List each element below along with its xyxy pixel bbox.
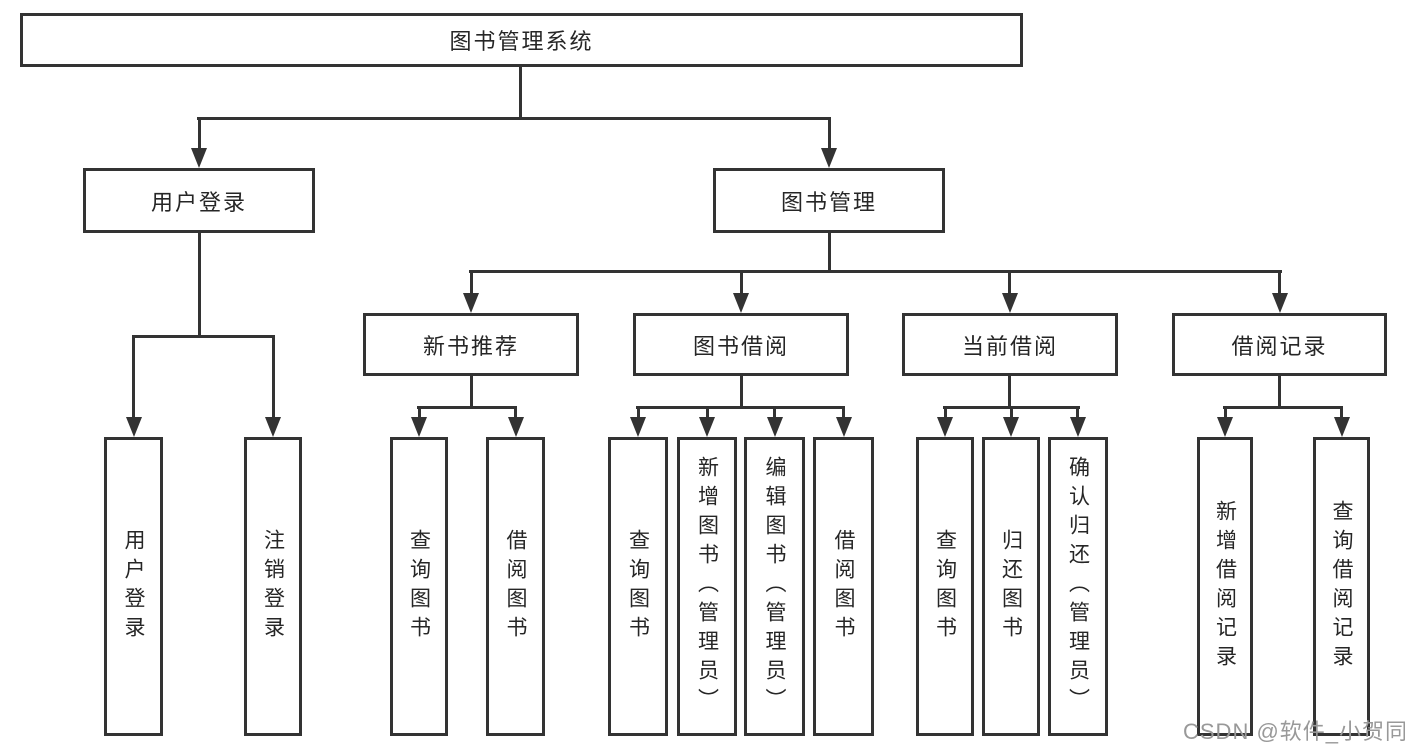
connector-line bbox=[1340, 409, 1343, 419]
arrow-down-icon bbox=[1003, 417, 1019, 437]
leaf-label: 确认归还（管理员） bbox=[1066, 456, 1090, 717]
arrow-down-icon bbox=[411, 417, 427, 437]
connector-line bbox=[637, 409, 640, 419]
arrow-down-icon bbox=[699, 417, 715, 437]
arrow-down-icon bbox=[265, 417, 281, 437]
leaf-bb-add-books-admin: 新增图书（管理员） bbox=[677, 437, 737, 736]
connector-line bbox=[773, 409, 776, 419]
connector-line bbox=[1278, 273, 1281, 295]
connector-line bbox=[944, 409, 947, 419]
leaf-nb-borrow-books: 借阅图书 bbox=[486, 437, 545, 736]
connector-line bbox=[514, 409, 517, 419]
leaf-br-query-record: 查询借阅记录 bbox=[1313, 437, 1370, 736]
leaf-label: 用户登录 bbox=[122, 528, 145, 645]
connector-line bbox=[272, 338, 275, 418]
arrow-down-icon bbox=[767, 417, 783, 437]
arrow-down-icon bbox=[463, 293, 479, 313]
connector-line bbox=[1008, 376, 1011, 409]
node-label: 借阅记录 bbox=[1231, 333, 1328, 359]
connector-line bbox=[842, 409, 845, 419]
connector-line bbox=[1010, 409, 1013, 419]
connector-line bbox=[197, 117, 831, 120]
leaf-cb-confirm-return-admin: 确认归还（管理员） bbox=[1048, 437, 1108, 736]
leaf-label: 归还图书 bbox=[999, 528, 1023, 645]
arrow-down-icon bbox=[836, 417, 852, 437]
arrow-down-icon bbox=[1334, 417, 1350, 437]
connector-line bbox=[417, 406, 517, 409]
arrow-down-icon bbox=[1002, 293, 1018, 313]
node-label: 用户登录 bbox=[150, 189, 247, 215]
connector-line bbox=[740, 376, 743, 409]
arrow-down-icon bbox=[821, 148, 837, 168]
node-book-management: 图书管理 bbox=[713, 168, 945, 233]
connector-line bbox=[828, 233, 831, 273]
leaf-label: 借阅图书 bbox=[832, 528, 855, 645]
node-label: 当前借阅 bbox=[961, 333, 1058, 359]
leaf-label: 借阅图书 bbox=[504, 528, 527, 645]
connector-line bbox=[519, 67, 522, 120]
node-user-login: 用户登录 bbox=[83, 168, 315, 233]
connector-line bbox=[198, 233, 201, 338]
leaf-label: 注销登录 bbox=[261, 528, 285, 645]
connector-line bbox=[132, 338, 135, 418]
leaf-logout: 注销登录 bbox=[244, 437, 302, 736]
connector-line bbox=[636, 406, 845, 409]
connector-line bbox=[706, 409, 709, 419]
leaf-bb-borrow-books: 借阅图书 bbox=[813, 437, 874, 736]
leaf-label: 查询借阅记录 bbox=[1330, 499, 1353, 674]
connector-line bbox=[1278, 376, 1281, 409]
arrow-down-icon bbox=[1217, 417, 1233, 437]
node-label: 图书借阅 bbox=[692, 333, 789, 359]
leaf-cb-query-books: 查询图书 bbox=[916, 437, 974, 736]
leaf-label: 新增图书（管理员） bbox=[695, 456, 719, 717]
node-label: 新书推荐 bbox=[422, 333, 519, 359]
connector-line bbox=[470, 273, 473, 295]
connector-line bbox=[470, 376, 473, 409]
arrow-down-icon bbox=[191, 148, 207, 168]
leaf-label: 查询图书 bbox=[407, 528, 431, 645]
connector-line bbox=[469, 270, 1282, 273]
node-label: 图书管理 bbox=[780, 189, 877, 215]
connector-line bbox=[1224, 409, 1227, 419]
connector-line bbox=[1076, 409, 1079, 419]
arrow-down-icon bbox=[937, 417, 953, 437]
connector-line bbox=[132, 335, 275, 338]
arrow-down-icon bbox=[630, 417, 646, 437]
node-borrow-records: 借阅记录 bbox=[1172, 313, 1387, 376]
leaf-label: 新增借阅记录 bbox=[1213, 499, 1237, 674]
connector-line bbox=[740, 273, 743, 295]
arrow-down-icon bbox=[126, 417, 142, 437]
connector-line bbox=[1008, 273, 1011, 295]
arrow-down-icon bbox=[1070, 417, 1086, 437]
leaf-cb-return-books: 归还图书 bbox=[982, 437, 1040, 736]
node-label: 图书管理系统 bbox=[449, 29, 594, 54]
leaf-br-add-record: 新增借阅记录 bbox=[1197, 437, 1253, 736]
arrow-down-icon bbox=[733, 293, 749, 313]
node-new-book-recommend: 新书推荐 bbox=[363, 313, 579, 376]
connector-line bbox=[1223, 406, 1343, 409]
leaf-label: 编辑图书（管理员） bbox=[763, 456, 786, 717]
node-current-borrow: 当前借阅 bbox=[902, 313, 1118, 376]
node-book-borrow: 图书借阅 bbox=[633, 313, 849, 376]
leaf-label: 查询图书 bbox=[933, 528, 957, 645]
connector-line bbox=[418, 409, 421, 419]
arrow-down-icon bbox=[1272, 293, 1288, 313]
watermark: CSDN @软件_小贺同学 bbox=[1183, 719, 1405, 744]
node-book-management-system: 图书管理系统 bbox=[20, 13, 1023, 67]
arrow-down-icon bbox=[508, 417, 524, 437]
leaf-label: 查询图书 bbox=[626, 528, 650, 645]
connector-line bbox=[943, 406, 1080, 409]
leaf-user-login: 用户登录 bbox=[104, 437, 163, 736]
leaf-bb-edit-books-admin: 编辑图书（管理员） bbox=[744, 437, 805, 736]
leaf-bb-query-books: 查询图书 bbox=[608, 437, 668, 736]
connector-line bbox=[198, 120, 201, 150]
connector-line bbox=[828, 120, 831, 150]
leaf-nb-query-books: 查询图书 bbox=[390, 437, 448, 736]
